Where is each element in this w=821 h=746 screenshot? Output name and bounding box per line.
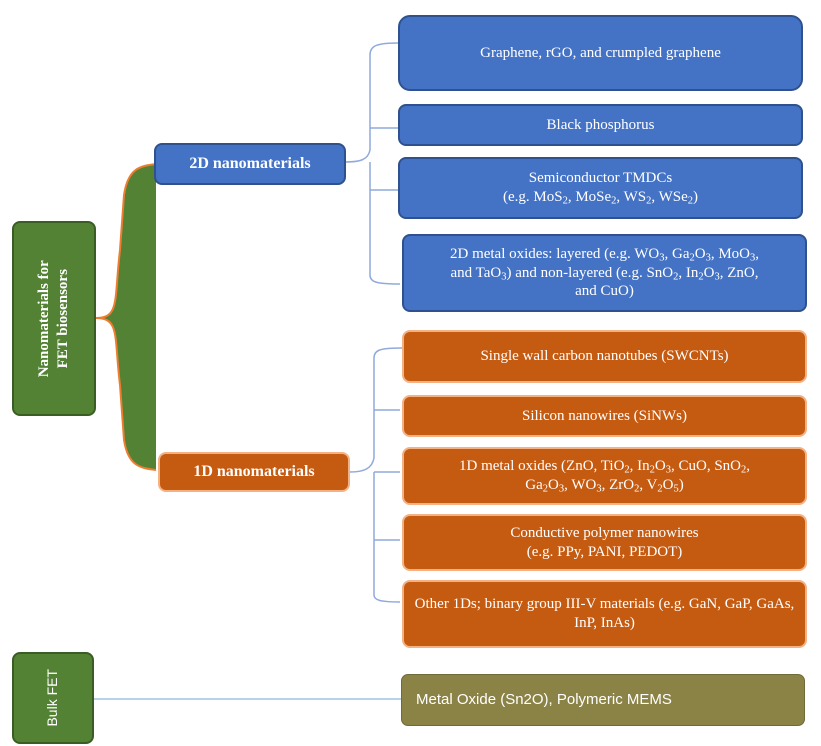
one-d-oxides-line2: Ga2O3, WO3, ZrO2, V2O5) xyxy=(525,477,684,495)
root-node: Nanomaterials for FET biosensors xyxy=(12,221,96,416)
two-d-oxides-box: 2D metal oxides: layered (e.g. WO3, Ga2O… xyxy=(402,234,807,312)
tmdc-box: Semiconductor TMDCs (e.g. MoS2, MoSe2, W… xyxy=(398,157,803,219)
black-phosphorus-box: Black phosphorus xyxy=(398,104,803,146)
one-d-category: 1D nanomaterials xyxy=(158,452,350,492)
root-brace xyxy=(96,164,156,470)
root-brace-outline xyxy=(95,163,157,471)
one-d-oxides-line1: 1D metal oxides (ZnO, TiO2, In2O3, CuO, … xyxy=(458,458,751,476)
two-d-oxides-line1: 2D metal oxides: layered (e.g. WO3, Ga2O… xyxy=(449,245,759,264)
polymer-title: Conductive polymer nanowires xyxy=(510,524,699,541)
two-d-oxides-line3: and CuO) xyxy=(575,283,634,300)
bulk-item-box: Metal Oxide (Sn2O), Polymeric MEMS xyxy=(401,674,805,726)
tmdc-examples: (e.g. MoS2, MoSe2, WS2, WSe2) xyxy=(502,189,699,207)
one-d-brace xyxy=(349,347,403,603)
tmdc-title: Semiconductor TMDCs xyxy=(528,170,673,187)
two-d-oxides-line2: and TaO3) and non-layered (e.g. SnO2, In… xyxy=(450,264,759,283)
graphene-box: Graphene, rGO, and crumpled graphene xyxy=(398,15,803,91)
swcnt-box: Single wall carbon nanotubes (SWCNTs) xyxy=(402,330,807,383)
sinw-box: Silicon nanowires (SiNWs) xyxy=(402,395,807,437)
polymer-examples: (e.g. PPy, PANI, PEDOT) xyxy=(526,543,683,560)
other-one-d-box: Other 1Ds; binary group III-V materials … xyxy=(402,580,807,648)
two-d-category: 2D nanomaterials xyxy=(154,143,346,185)
one-d-oxides-box: 1D metal oxides (ZnO, TiO2, In2O3, CuO, … xyxy=(402,447,807,505)
bulk-label: Bulk FET xyxy=(44,669,61,727)
two-d-brace xyxy=(344,42,401,285)
bulk-category: Bulk FET xyxy=(12,652,94,744)
root-label: Nanomaterials for FET biosensors xyxy=(36,259,71,378)
polymer-box: Conductive polymer nanowires (e.g. PPy, … xyxy=(402,514,807,571)
